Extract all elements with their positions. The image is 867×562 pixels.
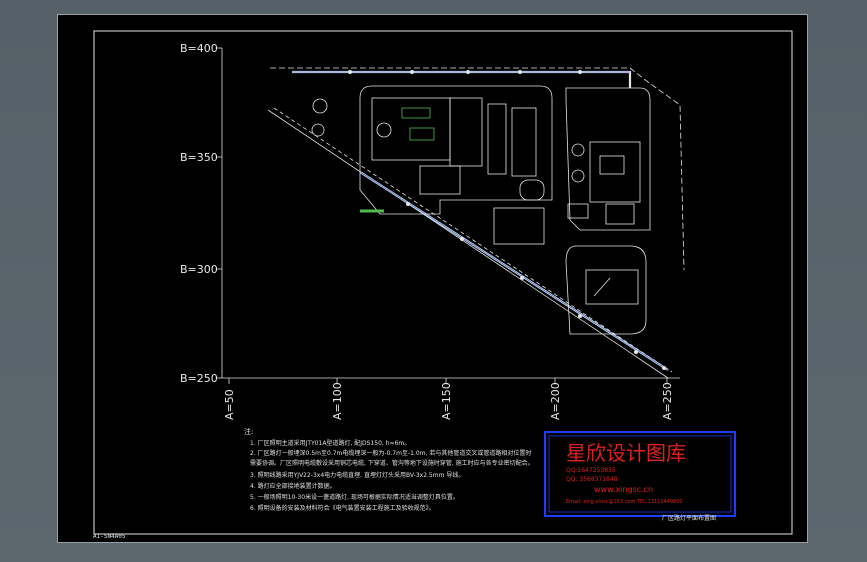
lamp-icon: [578, 70, 582, 74]
building-b: [449, 97, 483, 167]
x-label-50: A=50: [223, 389, 236, 420]
note-line-7: 6. 照明设备的安装及材料符合《电气装置安装工程施工及验收规范》。: [250, 504, 435, 512]
y-label-300: B=300: [180, 263, 218, 276]
note-line-6: 5. 一般场照明10-30米设一盏道路灯, 现场可根据实际情况适当调整灯具位置。: [250, 493, 459, 501]
lamp-icon: [466, 70, 470, 74]
tank-2: [311, 123, 325, 137]
lamp-icon: [348, 70, 352, 74]
watermark: 星欣设计图库 QQ:1647253835 QQ: 3568371848 www.…: [544, 431, 736, 517]
lamp-icon: [460, 237, 464, 241]
drawing-sheet: [57, 14, 808, 543]
notes-block: 注: 1. 厂区照明主道采用JTY01A型道路灯, 配JDS150, h=6m。…: [244, 427, 534, 512]
building-e: [419, 165, 461, 195]
lamp-icon: [410, 70, 414, 74]
building-g: [589, 141, 641, 203]
lamp-icon: [634, 350, 638, 354]
plant-buildings: [311, 85, 553, 245]
building-h: [585, 269, 639, 305]
roundabout: [519, 179, 545, 201]
tank-4: [571, 143, 585, 157]
lamp-icon: [518, 70, 522, 74]
building-f: [493, 207, 545, 245]
notes-title: 注:: [244, 427, 253, 436]
x-label-200: A=200: [549, 382, 562, 420]
y-label-400: B=400: [180, 42, 218, 55]
x-label-100: A=100: [331, 382, 344, 420]
watermark-email: Email: xing-xinsc@163.com TEL:1311144980…: [566, 499, 683, 505]
note-line-5: 4. 路灯应全部接地装置计数据。: [250, 482, 336, 490]
lamp-icon: [662, 366, 666, 370]
watermark-contact: QQ: 3568371848: [566, 476, 618, 483]
main-compound: [359, 85, 553, 215]
title-block-name: 厂区路灯平面布置图: [662, 514, 716, 522]
tank-1: [312, 98, 328, 114]
x-label-150: A=150: [440, 382, 453, 420]
building-c: [487, 103, 507, 175]
lamp-icon: [520, 276, 524, 280]
lamp-icon: [406, 202, 410, 206]
site-boundary: [267, 67, 685, 379]
right-compound: [565, 87, 651, 335]
watermark-url: www.xingsc.cn: [594, 485, 653, 494]
note-line-3: 需要协调。厂区照明电缆敷设采用铜芯电缆, 下穿道、管沟等地下设施时穿管, 施工时…: [250, 459, 534, 467]
green-hatch: [360, 107, 435, 213]
note-line-2: 2. 厂区路灯一般埋深0.5m至0.7m电缆埋深一般为-0.7m至-1.0m, …: [250, 449, 531, 457]
lamp-icon: [578, 314, 582, 318]
note-line-4: 3. 照明线路采用YJV22-3x4电力电缆直埋, 直埋灯灯头采用BV-3x2.…: [250, 471, 464, 479]
lamp-posts: [348, 70, 666, 370]
tank-3: [376, 122, 392, 138]
watermark-qq: QQ:1647253835: [566, 467, 616, 474]
lighting-cable-route: [292, 70, 669, 371]
x-label-250: A=250: [661, 382, 674, 420]
building-d: [511, 107, 537, 177]
y-label-250: B=250: [180, 372, 218, 385]
inner-frame: [93, 30, 793, 535]
south-yard: [565, 245, 647, 335]
note-line-1: 1. 厂区照明主道采用JTY01A型道路灯, 配JDS150, h=6m。: [250, 439, 410, 447]
coordinate-grid: [216, 47, 680, 384]
model-tab-label[interactable]: A1-SN4A05: [93, 533, 126, 540]
watermark-title: 星欣设计图库: [566, 441, 686, 465]
tank-5: [571, 169, 585, 183]
y-label-350: B=350: [180, 151, 218, 164]
building-a: [371, 97, 451, 161]
